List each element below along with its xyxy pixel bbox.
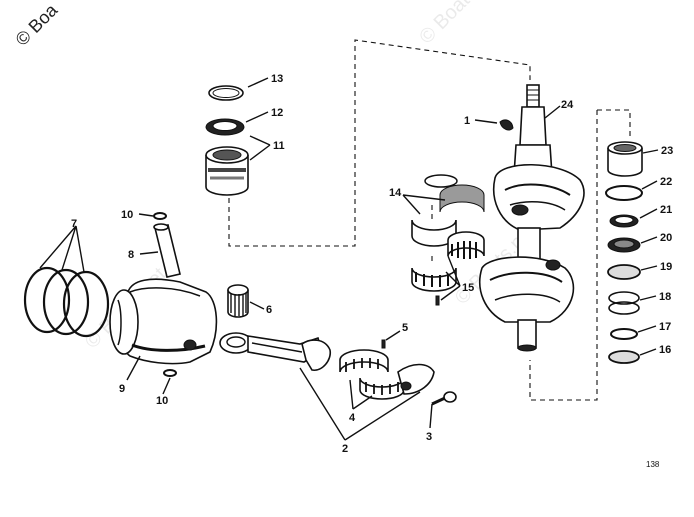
callout-5: 5 bbox=[402, 322, 408, 334]
rod-cap bbox=[397, 363, 435, 395]
woodruff-key-1 bbox=[499, 119, 514, 131]
callout-13: 13 bbox=[271, 73, 283, 85]
rod-bolt-3 bbox=[431, 391, 457, 406]
callout-24: 24 bbox=[561, 99, 574, 111]
callout-23: 23 bbox=[661, 145, 673, 157]
callout-16: 16 bbox=[659, 344, 671, 356]
callout-19: 19 bbox=[660, 261, 672, 273]
watermark-top: © Boats.net bbox=[415, 0, 505, 48]
bearing-halves-14 bbox=[411, 174, 485, 247]
guide-line-seals bbox=[228, 39, 531, 247]
watermark-corner: © Boa bbox=[12, 0, 62, 50]
callout-12: 12 bbox=[271, 107, 283, 119]
leader-lines bbox=[39, 77, 659, 441]
callout-7: 7 bbox=[71, 218, 77, 230]
callout-6: 6 bbox=[266, 304, 272, 316]
retaining-clip-10-top bbox=[153, 212, 167, 220]
callout-10-top: 10 bbox=[121, 209, 133, 221]
seal-ring-13 bbox=[208, 85, 244, 101]
needle-cage-6 bbox=[227, 284, 249, 318]
callout-3: 3 bbox=[426, 431, 432, 443]
oil-seal-12 bbox=[205, 118, 245, 136]
bearing-cup-11 bbox=[205, 146, 249, 196]
callout-1: 1 bbox=[464, 115, 470, 127]
piston-rings-7 bbox=[23, 266, 110, 338]
rings-18 bbox=[608, 291, 640, 315]
retaining-clip-10-bottom bbox=[163, 369, 177, 377]
retaining-ring-22 bbox=[605, 185, 643, 201]
callout-22: 22 bbox=[660, 176, 672, 188]
ring-19 bbox=[607, 264, 641, 280]
needle-bearings-15 bbox=[411, 231, 485, 306]
ring-17 bbox=[610, 328, 638, 340]
callout-14: 14 bbox=[389, 187, 402, 199]
bearing-cages-4 bbox=[339, 349, 405, 400]
guide-line-bearings bbox=[529, 110, 598, 401]
bearing-race-23 bbox=[607, 141, 643, 177]
connecting-rod-2 bbox=[219, 332, 332, 371]
seal-20 bbox=[607, 237, 641, 253]
callout-18: 18 bbox=[659, 291, 671, 303]
callout-15: 15 bbox=[462, 282, 474, 294]
guide-line-bearings-top bbox=[597, 109, 631, 140]
callout-20: 20 bbox=[660, 232, 672, 244]
callout-8: 8 bbox=[128, 249, 134, 261]
callout-10-bottom: 10 bbox=[156, 395, 168, 407]
thrust-washer-21 bbox=[609, 214, 639, 228]
callout-4: 4 bbox=[349, 412, 356, 424]
callout-11: 11 bbox=[273, 140, 285, 152]
ring-16 bbox=[608, 350, 640, 364]
callout-21: 21 bbox=[660, 204, 672, 216]
crankshaft-24 bbox=[478, 84, 585, 352]
figure-number: 138 bbox=[646, 460, 660, 469]
callout-17: 17 bbox=[659, 321, 671, 333]
piston-9 bbox=[109, 278, 218, 365]
callout-2: 2 bbox=[342, 443, 348, 455]
wrist-pin-8 bbox=[153, 223, 181, 278]
dowel-pin-5 bbox=[381, 339, 386, 349]
callout-9: 9 bbox=[119, 383, 125, 395]
